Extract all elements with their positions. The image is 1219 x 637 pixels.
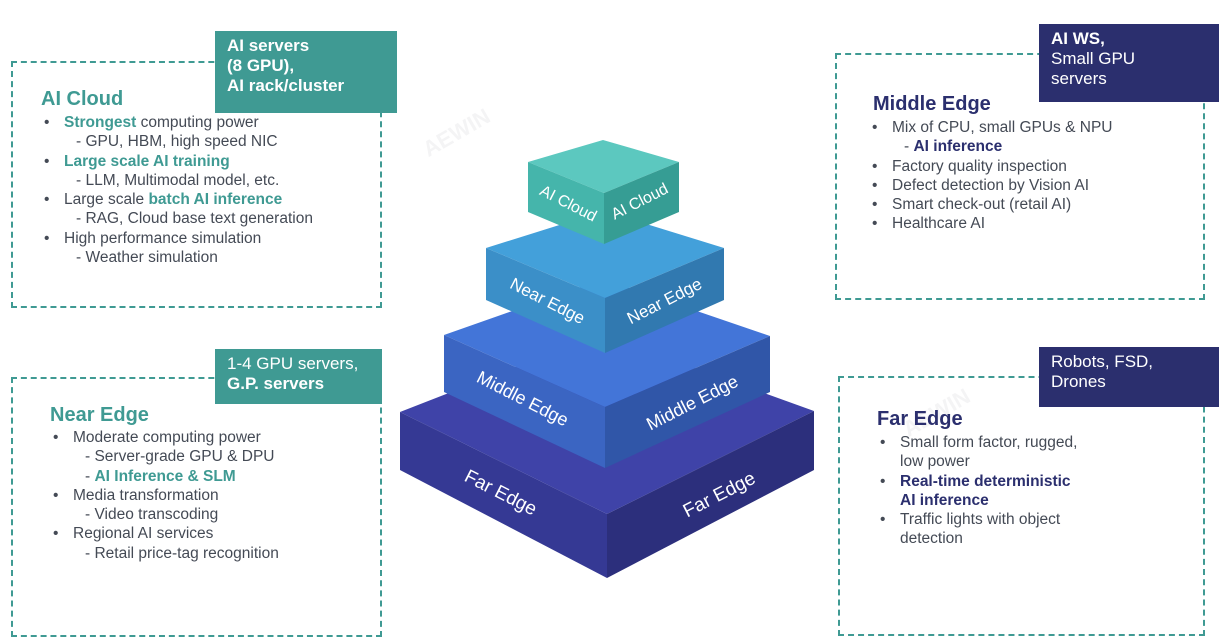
list-item: Real-time deterministic (878, 472, 1077, 492)
item-highlight: batch AI inference (148, 191, 283, 209)
tag-line: Small GPU (1051, 49, 1136, 68)
item-text: Traffic lights with object (900, 511, 1061, 529)
item-highlight: AI inference (913, 138, 1003, 156)
item-text: computing power (136, 114, 259, 131)
item-text: Smart check-out (retail AI) (892, 196, 1072, 214)
item-text: Small form factor, rugged, (900, 434, 1078, 451)
ai-cloud-tag: AI servers (8 GPU), AI rack/cluster (215, 31, 397, 113)
item-text: detection (900, 530, 963, 548)
list-item: detection (878, 529, 1077, 548)
middle-edge-tag: AI WS, Small GPU servers (1039, 24, 1219, 102)
tag-line: Drones (1051, 372, 1106, 391)
ai-cloud-title: AI Cloud (41, 88, 124, 110)
near-edge-list: Moderate computing power - Server-grade G… (51, 428, 279, 563)
list-item: - Video transcoding (51, 505, 279, 524)
list-item: Traffic lights with object (878, 510, 1077, 530)
list-item: - AI inference (870, 137, 1112, 156)
item-text: Media transformation (73, 486, 219, 504)
ai-cloud-top-face (528, 140, 679, 193)
list-item: - Server-grade GPU & DPU (51, 447, 279, 466)
near-edge-top-face (486, 211, 724, 298)
list-item: Large scale AI training (42, 152, 313, 172)
list-item: Defect detection by Vision AI (870, 176, 1112, 196)
list-item: High performance simulation (42, 229, 313, 249)
tag-line: (8 GPU), (227, 56, 295, 75)
item-text: Mix of CPU, small GPUs & NPU (892, 119, 1113, 136)
list-item: - RAG, Cloud base text generation (42, 209, 313, 228)
list-item: Small form factor, rugged, (878, 433, 1078, 453)
item-text: - Server-grade GPU & DPU (85, 448, 275, 466)
item-text: - Video transcoding (85, 506, 219, 524)
list-item: Strongest computing power (42, 113, 313, 133)
middle-edge-left-face (444, 335, 605, 468)
list-item: AI inference (878, 491, 1077, 510)
item-text: Regional AI services (73, 525, 214, 543)
far-edge-right-face (607, 411, 814, 578)
item-prefix: - (904, 138, 914, 156)
list-item: - AI Inference & SLM (51, 467, 279, 486)
middle-edge-title: Middle Edge (873, 93, 991, 115)
list-item: Smart check-out (retail AI) (870, 195, 1112, 215)
middle-edge-panel (835, 53, 1205, 300)
list-item: Healthcare AI (870, 214, 1112, 234)
middle-edge-right-face (605, 336, 770, 468)
list-item: - GPU, HBM, high speed NIC (42, 132, 313, 151)
item-text: Healthcare AI (892, 215, 986, 233)
item-text: Factory quality inspection (892, 157, 1067, 175)
list-item: - Retail price-tag recognition (51, 544, 279, 563)
tag-line: AI WS, (1051, 29, 1105, 48)
list-item: Factory quality inspection (870, 157, 1112, 177)
near-edge-right-face (605, 248, 724, 353)
far-edge-title: Far Edge (877, 408, 963, 430)
item-text: High performance simulation (64, 229, 262, 247)
tag-line: Robots, FSD, (1051, 352, 1154, 371)
ai-cloud-left-face (528, 162, 604, 244)
middle-edge-list: Mix of CPU, small GPUs & NPU- AI inferen… (870, 118, 1112, 234)
item-text: - RAG, Cloud base text generation (76, 210, 313, 228)
item-highlight: Large scale AI training (64, 152, 230, 170)
list-item: Large scale batch AI inference (42, 190, 313, 210)
item-highlight: AI inference (900, 491, 989, 509)
item-prefix: - (85, 467, 95, 485)
item-prefix: Large scale (64, 191, 149, 209)
list-item: Mix of CPU, small GPUs & NPU (870, 118, 1113, 138)
tier-pyramid: Far Edge Far Edge Middle Edge Middle Edg… (400, 140, 814, 578)
ai-cloud-panel (11, 61, 382, 308)
far-edge-list: Small form factor, rugged, low powerReal-… (878, 433, 1077, 549)
near-edge-tag: 1-4 GPU servers, G.P. servers (215, 349, 382, 404)
item-text: Defect detection by Vision AI (892, 176, 1090, 194)
ai-cloud-layer: AI Cloud AI Cloud (528, 140, 679, 244)
tag-line: AI servers (227, 36, 310, 55)
far-edge-left-face (400, 412, 607, 578)
item-highlight: Real-time deterministic (900, 472, 1071, 490)
tag-line: servers (1051, 69, 1107, 88)
list-item: - Weather simulation (42, 248, 313, 267)
list-item: Media transformation (51, 486, 279, 506)
item-text: Moderate computing power (73, 429, 261, 446)
list-item: Regional AI services (51, 524, 279, 544)
item-text: - Weather simulation (76, 249, 218, 267)
item-highlight: Strongest (64, 114, 137, 131)
far-edge-tag: Robots, FSD, Drones (1039, 347, 1219, 407)
tag-line: AI rack/cluster (227, 76, 345, 95)
tag-line: 1-4 GPU servers, (227, 354, 359, 373)
list-item: low power (878, 452, 1077, 471)
list-item: Moderate computing power (51, 428, 279, 448)
near-edge-left-face (486, 248, 605, 353)
item-text: - LLM, Multimodal model, etc. (76, 171, 280, 189)
item-text: low power (900, 453, 970, 471)
item-text: - GPU, HBM, high speed NIC (76, 133, 278, 151)
ai-cloud-list: Strongest computing power- GPU, HBM, hig… (42, 113, 313, 267)
item-highlight: AI Inference & SLM (94, 467, 236, 485)
near-edge-title: Near Edge (50, 404, 149, 426)
item-text: - Retail price-tag recognition (85, 544, 279, 562)
ai-cloud-right-face (604, 162, 679, 244)
tag-line: G.P. servers (227, 374, 325, 393)
near-edge-layer: Near Edge Near Edge (486, 211, 724, 353)
list-item: - LLM, Multimodal model, etc. (42, 171, 313, 190)
